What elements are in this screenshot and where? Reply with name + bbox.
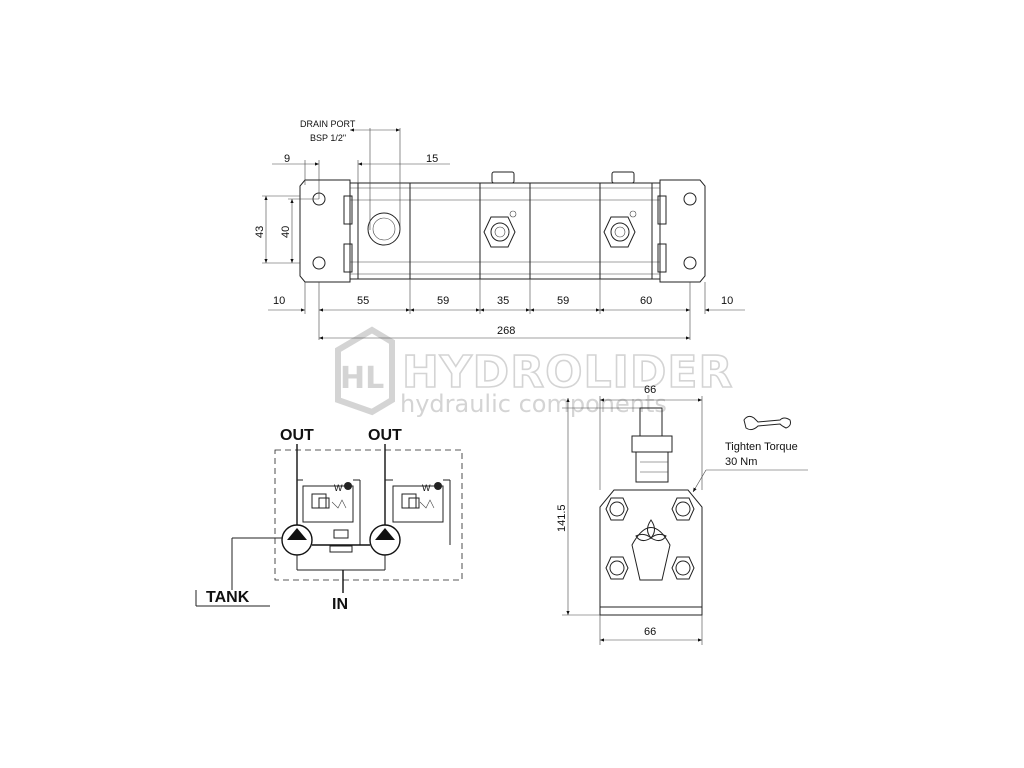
svg-text:W: W (334, 483, 343, 493)
dim-height: 141.5 (556, 504, 568, 532)
logo-lobe-icon (647, 519, 655, 539)
relief-valve-right (392, 485, 444, 523)
mount-hole (683, 256, 697, 270)
dim-width-bottom: 66 (644, 626, 656, 638)
top-view: DRAIN PORT BSP 1/2" 9 15 43 40 (254, 119, 745, 340)
dim-total: 268 (497, 325, 515, 337)
watermark: HL HYDROLIDER hydraulic components (335, 326, 733, 418)
torque-label: Tighten Torque (725, 441, 798, 453)
dim-seg-5: 59 (557, 295, 569, 307)
valve-nut-icon (483, 216, 516, 248)
drain-port-label: DRAIN PORT (300, 119, 356, 129)
drain-port-thread: BSP 1/2" (310, 133, 346, 143)
watermark-logo-icon (335, 326, 395, 416)
watermark-brand: HYDROLIDER (402, 347, 733, 398)
watermark-tagline: hydraulic components (400, 390, 667, 418)
out-right-label: OUT (368, 427, 402, 444)
mount-hole (683, 192, 697, 206)
right-flange (659, 179, 706, 283)
chain-dimensions: 10 55 59 35 59 60 10 268 (268, 279, 745, 340)
watermark-logo-mono: HL (340, 361, 384, 396)
side-body (599, 489, 703, 616)
dim-43: 43 (254, 226, 266, 238)
dim-width-top: 66 (644, 384, 656, 396)
relief-valve-left (302, 485, 354, 523)
in-label: IN (332, 596, 348, 613)
centre-boss (631, 527, 671, 581)
dim-seg-7: 10 (721, 295, 733, 307)
side-view: 141.5 66 66 Tighten Torque 30 Nm (556, 384, 808, 645)
hydraulic-schematic: OUT OUT W W IN (195, 427, 463, 613)
wrench-icon (743, 415, 791, 431)
dim-15: 15 (426, 153, 438, 165)
svg-text:W: W (422, 483, 431, 493)
tank-label: TANK (206, 589, 250, 606)
dim-seg-1: 10 (273, 295, 285, 307)
dim-40: 40 (280, 226, 292, 238)
dim-9: 9 (284, 153, 290, 165)
out-left-label: OUT (280, 427, 314, 444)
left-flange (299, 179, 351, 283)
torque-value: 30 Nm (725, 456, 757, 468)
dim-seg-6: 60 (640, 295, 652, 307)
dim-seg-3: 59 (437, 295, 449, 307)
valve-nut-icon (603, 216, 636, 248)
dim-seg-4: 35 (497, 295, 509, 307)
fitting (635, 451, 669, 483)
dim-seg-2: 55 (357, 295, 369, 307)
mount-hole (312, 256, 326, 270)
